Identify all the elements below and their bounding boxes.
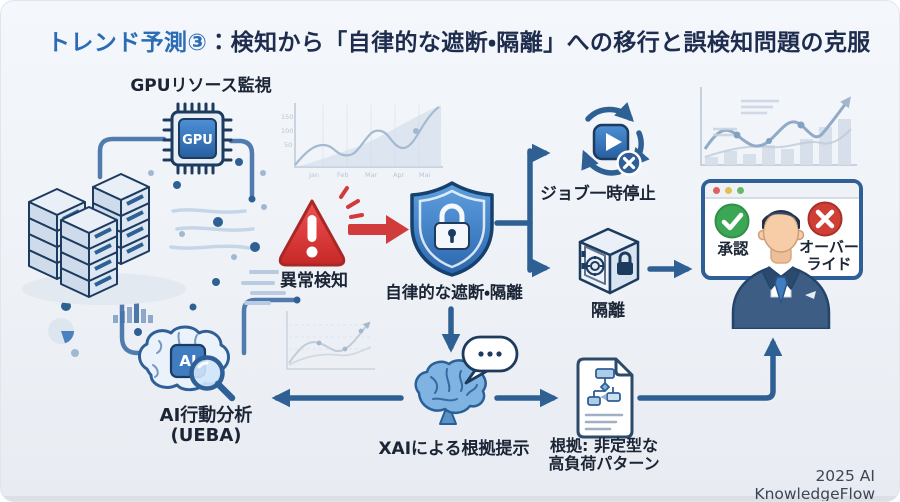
label-evidence-line2: 高負荷パターン — [548, 454, 660, 473]
override-x-icon — [807, 201, 843, 237]
svg-text:Mai: Mai — [419, 171, 431, 179]
decor-pie-chart — [48, 318, 74, 344]
quarantine-vault-icon — [578, 227, 640, 295]
label-approve: 承認 — [717, 240, 749, 258]
label-ueba-line1: AI行動分析 — [159, 405, 253, 426]
operator-avatar — [731, 210, 831, 329]
label-gpu-monitor: GPUリソース監視 — [130, 76, 272, 96]
svg-text:Mar: Mar — [365, 171, 378, 179]
padlock-glyph-icon — [617, 251, 633, 275]
svg-text:100: 100 — [281, 127, 293, 135]
decor-growth-chart — [700, 87, 857, 166]
gpu-chip-icon: GPU — [162, 102, 233, 175]
decor-circuit-traces — [97, 136, 296, 356]
connector-shield-to-actions — [494, 143, 551, 278]
decor-line-chart-gpu: 150 100 50 Jan Feb Mar Apr Mai — [281, 103, 443, 179]
label-evidence-line1: 根拠: 非定型な — [550, 436, 658, 455]
gpu-chip-text: GPU — [182, 133, 213, 148]
svg-text:Apr: Apr — [393, 171, 405, 179]
diagram-title: トレンド予測③：検知から「自律的な遮断・隔離」への移行と誤検知問題の克服 — [47, 23, 871, 57]
cancel-badge-icon — [616, 150, 642, 176]
job-pause-icon — [581, 102, 650, 176]
approve-check-icon — [714, 203, 750, 239]
connector-evidence-to-review — [637, 337, 783, 401]
title-rest: ：検知から「自律的な遮断・隔離」への移行と誤検知問題の克服 — [207, 30, 871, 56]
server-cluster-icon — [22, 173, 186, 305]
label-ueba-line2: (UEBA) — [170, 425, 242, 446]
label-quarantine: 隔離 — [591, 301, 625, 321]
decor-circuit-dots — [61, 128, 419, 357]
svg-text:150: 150 — [281, 113, 293, 121]
window-titlebar — [705, 183, 859, 199]
label-anomaly-detection: 異常検知 — [280, 271, 348, 291]
anomaly-warning-icon — [278, 186, 364, 267]
label-autonomous-block: 自律的な遮断・隔離 — [385, 283, 523, 302]
xai-brain-icon — [414, 359, 487, 425]
credit-text: 2025 AI KnowledgeFlow — [754, 467, 875, 502]
label-override: オーバーライド — [799, 238, 859, 274]
label-job-pause: ジョブ一時停止 — [540, 184, 656, 203]
speech-bubble-icon — [461, 335, 519, 385]
svg-text:Feb: Feb — [337, 171, 349, 179]
shield-lock-icon — [410, 181, 494, 277]
magnifier-icon — [189, 355, 236, 402]
ueba-analysis-icon: AI — [138, 325, 236, 402]
title-highlight: トレンド予測③ — [47, 30, 208, 56]
label-xai: XAIによる根拠提示 — [378, 439, 530, 459]
decor-mini-chart — [286, 311, 375, 370]
window-dot-yellow — [725, 186, 732, 194]
evidence-document-icon — [576, 357, 634, 439]
window-dot-red — [713, 186, 720, 194]
alert-spark-icon — [339, 186, 364, 219]
svg-text:Jan: Jan — [308, 171, 319, 179]
decor-chart-ticks: 150 100 50 Jan Feb Mar Apr Mai — [281, 113, 431, 179]
svg-text:50: 50 — [284, 141, 292, 149]
window-dot-green — [737, 186, 744, 194]
arrow-anomaly-to-shield — [348, 215, 409, 244]
